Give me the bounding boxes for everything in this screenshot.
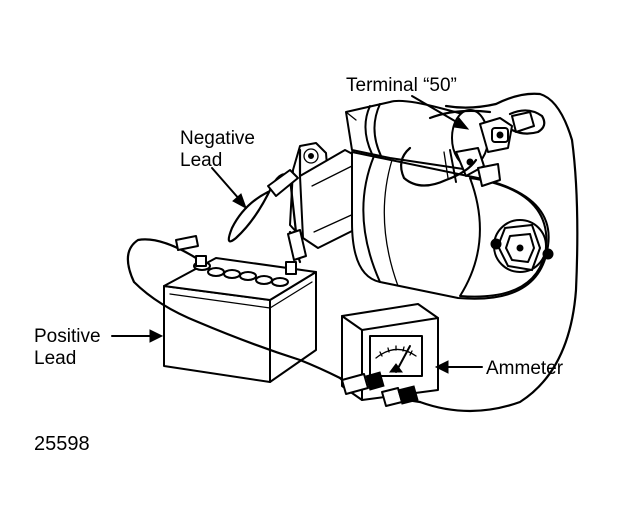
- negative-lead-label-line1: Negative: [180, 128, 255, 149]
- clip-icon: [175, 111, 535, 407]
- terminal-50-label: Terminal “50”: [346, 75, 457, 96]
- starter-motor-icon: [289, 99, 554, 300]
- figure-number: 25598: [34, 433, 90, 455]
- battery-icon: [163, 255, 317, 383]
- arrow-icon: [111, 95, 483, 374]
- ammeter-label: Ammeter: [486, 358, 564, 379]
- positive-lead-label-line2: Lead: [34, 348, 76, 369]
- positive-lead-label-line1: Positive: [34, 326, 101, 347]
- negative-lead-label-line2: Lead: [180, 150, 222, 171]
